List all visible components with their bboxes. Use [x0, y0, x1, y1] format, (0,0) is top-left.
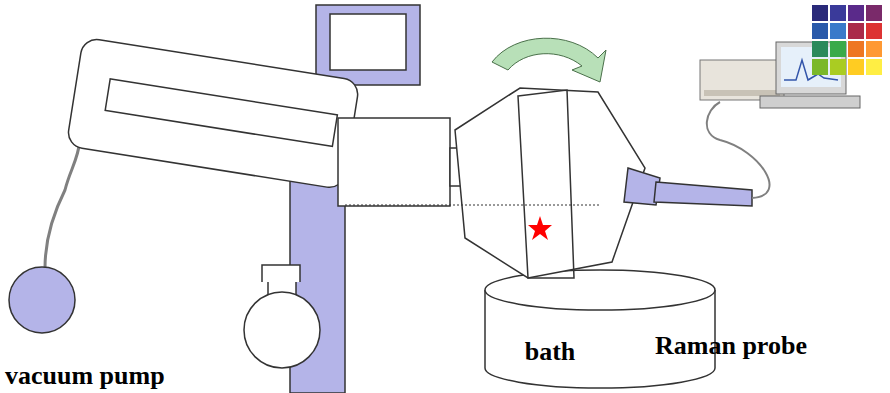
flask-joint: [262, 265, 300, 282]
keyboard: [760, 96, 860, 108]
bath-rim: [485, 270, 715, 310]
flask-band: [518, 90, 574, 278]
color-cell: [830, 23, 846, 39]
spectrum-trace: [784, 60, 838, 80]
color-cell: [848, 23, 864, 39]
color-cell: [866, 23, 882, 39]
color-cell: [848, 5, 864, 21]
bath-label: bath: [525, 338, 576, 367]
probe-cable: [707, 102, 770, 198]
display-screen: [330, 14, 406, 70]
color-cell: [812, 23, 828, 39]
color-grid: [812, 5, 882, 75]
vacuum-pump: [9, 267, 75, 333]
color-cell: [812, 41, 828, 57]
bath-node: bath: [521, 336, 580, 369]
rotation-arrow: [492, 38, 606, 82]
condenser-coil: [105, 79, 337, 147]
receiving-flask: [244, 292, 320, 368]
color-cell: [812, 59, 828, 75]
part-label: Raman probe: [655, 332, 807, 361]
part-label: vacuum pump: [5, 362, 165, 391]
spectrometer-front: [704, 90, 780, 96]
color-cell: [848, 41, 864, 57]
color-cell: [812, 5, 828, 21]
probe-shaft: [654, 182, 752, 206]
monitor: [776, 42, 846, 94]
evaporating-flask: [455, 88, 645, 278]
condenser-body: [66, 37, 360, 189]
color-cell: [866, 5, 882, 21]
color-cell: [866, 41, 882, 57]
condenser: [66, 37, 360, 189]
color-cell: [830, 5, 846, 21]
spectrometer: [700, 60, 784, 100]
sample-star: [528, 216, 552, 240]
rotation-axis: [345, 205, 600, 206]
display-housing: [316, 5, 420, 85]
pump-cable: [45, 140, 80, 268]
motor-housing: [338, 118, 450, 206]
color-cell: [848, 59, 864, 75]
color-cell: [866, 59, 882, 75]
color-cell: [830, 59, 846, 75]
color-cell: [830, 41, 846, 57]
